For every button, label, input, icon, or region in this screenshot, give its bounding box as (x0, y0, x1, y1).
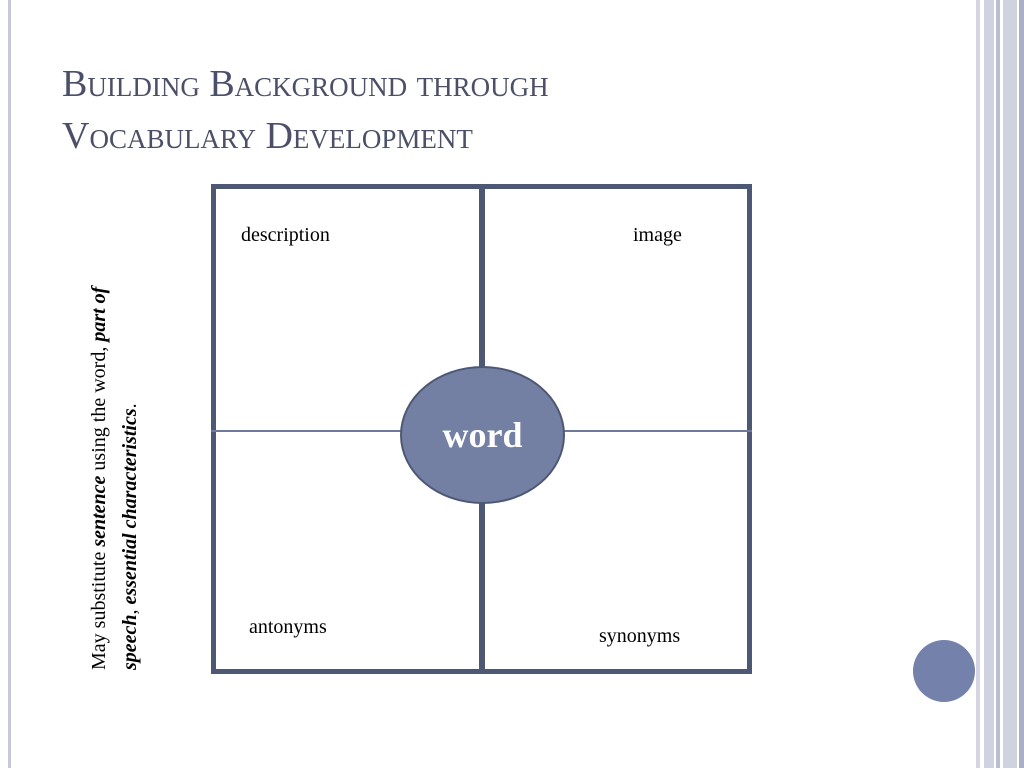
quadrant-label-antonyms: antonyms (249, 616, 327, 638)
slide-decor-circle (913, 640, 975, 702)
frayer-model-grid: description image antonyms synonyms word (211, 184, 752, 674)
side-note-text: May substitute (88, 546, 110, 670)
side-note-emphasis-essential-characteristics: essential characteristics (119, 408, 141, 605)
slide-title-line-2: Vocabulary Development (62, 115, 473, 157)
side-note: May substitute sentence using the word, … (84, 250, 184, 670)
slide-title-line-1: Building Background through (62, 63, 549, 105)
right-decor-stripe (996, 0, 1000, 768)
quadrant-label-description: description (241, 224, 330, 246)
side-note-emphasis-sentence: sentence (88, 475, 110, 547)
center-word-oval: word (400, 366, 565, 504)
slide-title: Building Background through Vocabulary D… (62, 58, 942, 162)
side-note-text: . (119, 403, 141, 409)
right-decor-stripe (984, 0, 994, 768)
right-decor-stripe (1019, 0, 1024, 768)
side-note-text: , (119, 604, 141, 615)
left-frame-line (8, 0, 11, 768)
quadrant-label-image: image (633, 224, 682, 246)
quadrant-label-synonyms: synonyms (599, 625, 681, 647)
right-decor-stripe (976, 0, 980, 768)
right-decor-stripe (1003, 0, 1017, 768)
side-note-text: using the word, (88, 341, 110, 476)
